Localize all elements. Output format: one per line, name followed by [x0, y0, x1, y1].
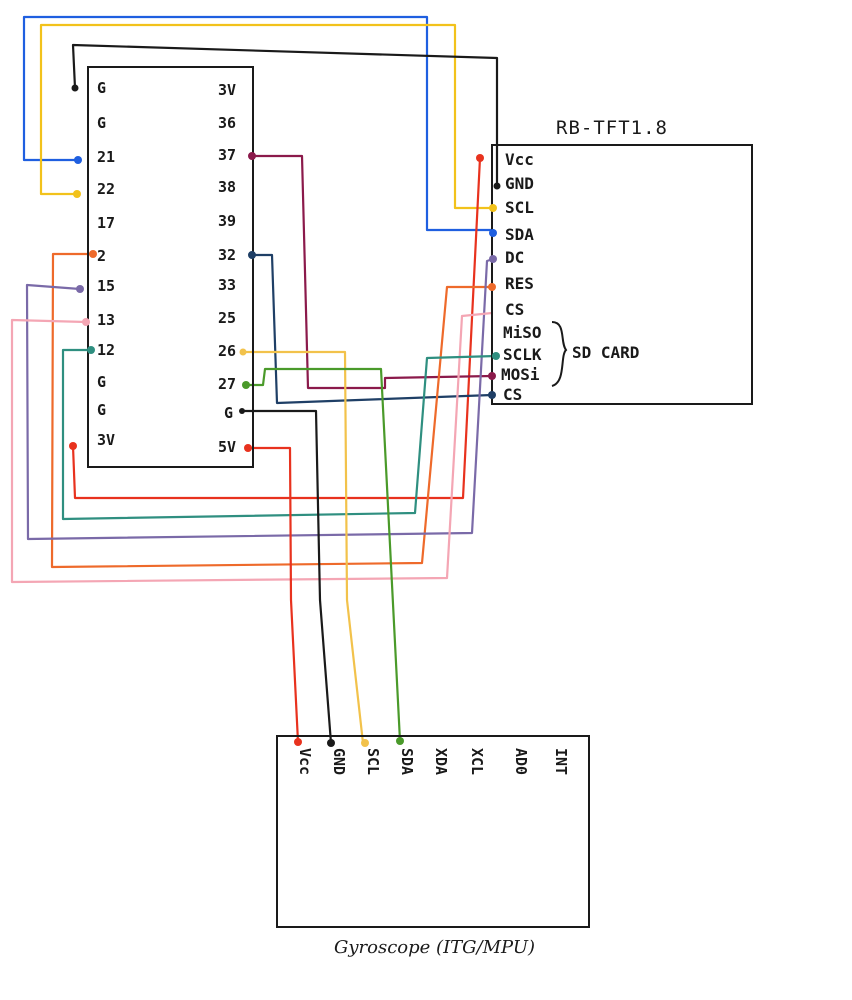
dot-tft-sclk: [492, 352, 500, 360]
esp-right-pins: 3V 36 37 38 39 32 33 25 26 27 G 5V: [218, 81, 236, 456]
gyro-pin: SCL: [364, 748, 382, 775]
dot-esp-12: [87, 346, 95, 354]
esp-pin-left: 3V: [97, 431, 115, 449]
connection-dots: [69, 84, 501, 747]
gyro-pin: AD0: [512, 748, 530, 775]
gyro-pins: Vcc GND SCL SDA XDA XCL AD0 INT: [296, 748, 570, 775]
dot-esp-32: [248, 251, 256, 259]
esp-pin-left: 15: [97, 277, 115, 295]
tft-pin: MiSO: [503, 323, 542, 342]
tft-pin: MOSi: [501, 365, 540, 384]
tft-pin: GND: [505, 174, 534, 193]
dot-esp-g: [71, 84, 79, 92]
wire-2-res: [50, 252, 494, 569]
tft-pin: SDA: [505, 225, 534, 244]
gyro-pin: XCL: [468, 748, 486, 775]
tft-pin: SCL: [505, 198, 534, 217]
tft-pins: Vcc GND SCL SDA DC RES CS MiSO SCLK MOSi…: [501, 150, 542, 404]
esp-pin-right: G: [224, 404, 233, 422]
esp-pin-right: 27: [218, 375, 236, 393]
dot-esp-g2: [239, 408, 245, 414]
dot-esp-2: [89, 250, 97, 258]
esp-pin-left: 17: [97, 214, 115, 232]
dot-esp-26: [239, 348, 247, 356]
esp-pin-right: 5V: [218, 438, 236, 456]
tft-pin: DC: [505, 248, 524, 267]
dot-tft-vcc: [476, 154, 484, 162]
wire-3v-vcc: [71, 156, 482, 500]
esp-pin-left: G: [97, 401, 106, 419]
gyro-pin: INT: [552, 748, 570, 775]
dot-tft-cs: [488, 391, 496, 399]
dot-esp-5v: [244, 444, 252, 452]
wire-26-scl: [241, 350, 365, 745]
gyro-pin: XDA: [432, 748, 450, 775]
wire-21-sda: [22, 15, 495, 232]
dot-esp-22: [73, 190, 81, 198]
esp-pin-right: 37: [218, 146, 236, 164]
tft-pin: Vcc: [505, 150, 534, 169]
dot-tft-scl: [489, 204, 497, 212]
gyro-module: [276, 735, 590, 928]
dot-tft-sda: [489, 229, 497, 237]
dot-esp-21: [74, 156, 82, 164]
esp-pin-left: 13: [97, 311, 115, 329]
dot-esp-13: [82, 318, 90, 326]
esp-left-pins: G G 21 22 17 2 15 13 12 G G 3V: [97, 79, 115, 449]
wire-22-scl: [39, 23, 495, 210]
wire-15-dc: [25, 257, 495, 541]
dot-tft-gnd: [493, 182, 501, 190]
dot-esp-15: [76, 285, 84, 293]
esp-pin-left: G: [97, 373, 106, 391]
esp-pin-right: 32: [218, 246, 236, 264]
dot-tft-mosi: [488, 372, 496, 380]
dot-gyro-sda: [396, 737, 404, 745]
tft-pin: RES: [505, 274, 534, 293]
esp-pin-right: 25: [218, 309, 236, 327]
dot-esp-27: [242, 381, 250, 389]
wire-37-mosi: [250, 154, 494, 390]
esp-pin-left: 12: [97, 341, 115, 359]
tft-title: RB-TFT1.8: [556, 117, 668, 139]
esp-pin-left: 22: [97, 180, 115, 198]
esp-pin-right: 38: [218, 178, 236, 196]
gyro-pin: SDA: [398, 748, 416, 775]
esp-pin-right: 33: [218, 276, 236, 294]
sd-card-label: SD CARD: [572, 343, 639, 362]
tft-module: [491, 144, 753, 405]
tft-pin: SCLK: [503, 345, 542, 364]
sd-card-brace: [551, 321, 568, 387]
dot-esp-37: [248, 152, 256, 160]
tft-pin: CS: [505, 300, 524, 319]
dot-tft-dc: [489, 255, 497, 263]
dot-tft-res: [488, 283, 496, 291]
esp-pin-left: G: [97, 79, 106, 97]
dot-gyro-gnd: [327, 739, 335, 747]
wire-g-gnd: [71, 43, 499, 188]
esp-pin-right: 3V: [218, 81, 236, 99]
esp-board: [87, 66, 254, 468]
wire-32-cs: [250, 253, 494, 405]
dot-gyro-scl: [361, 739, 369, 747]
tft-pin: CS: [503, 385, 522, 404]
esp-pin-left: G: [97, 114, 106, 132]
esp-pin-right: 39: [218, 212, 236, 230]
wire-g-gyro-gnd: [240, 409, 333, 745]
esp-pin-right: 26: [218, 342, 236, 360]
wire-12-sclk: [61, 348, 498, 521]
gyro-title: Gyroscope (ITG/MPU): [334, 937, 535, 958]
gyro-pin: GND: [330, 748, 348, 775]
wire-13-cs: [10, 311, 494, 584]
gyro-pin: Vcc: [296, 748, 314, 775]
dot-gyro-vcc: [294, 738, 302, 746]
wire-5v-vcc: [246, 446, 300, 744]
esp-pin-left: 21: [97, 148, 115, 166]
wire-27-sda: [244, 367, 402, 743]
esp-pin-right: 36: [218, 114, 236, 132]
dot-esp-3v: [69, 442, 77, 450]
esp-pin-left: 2: [97, 247, 106, 265]
